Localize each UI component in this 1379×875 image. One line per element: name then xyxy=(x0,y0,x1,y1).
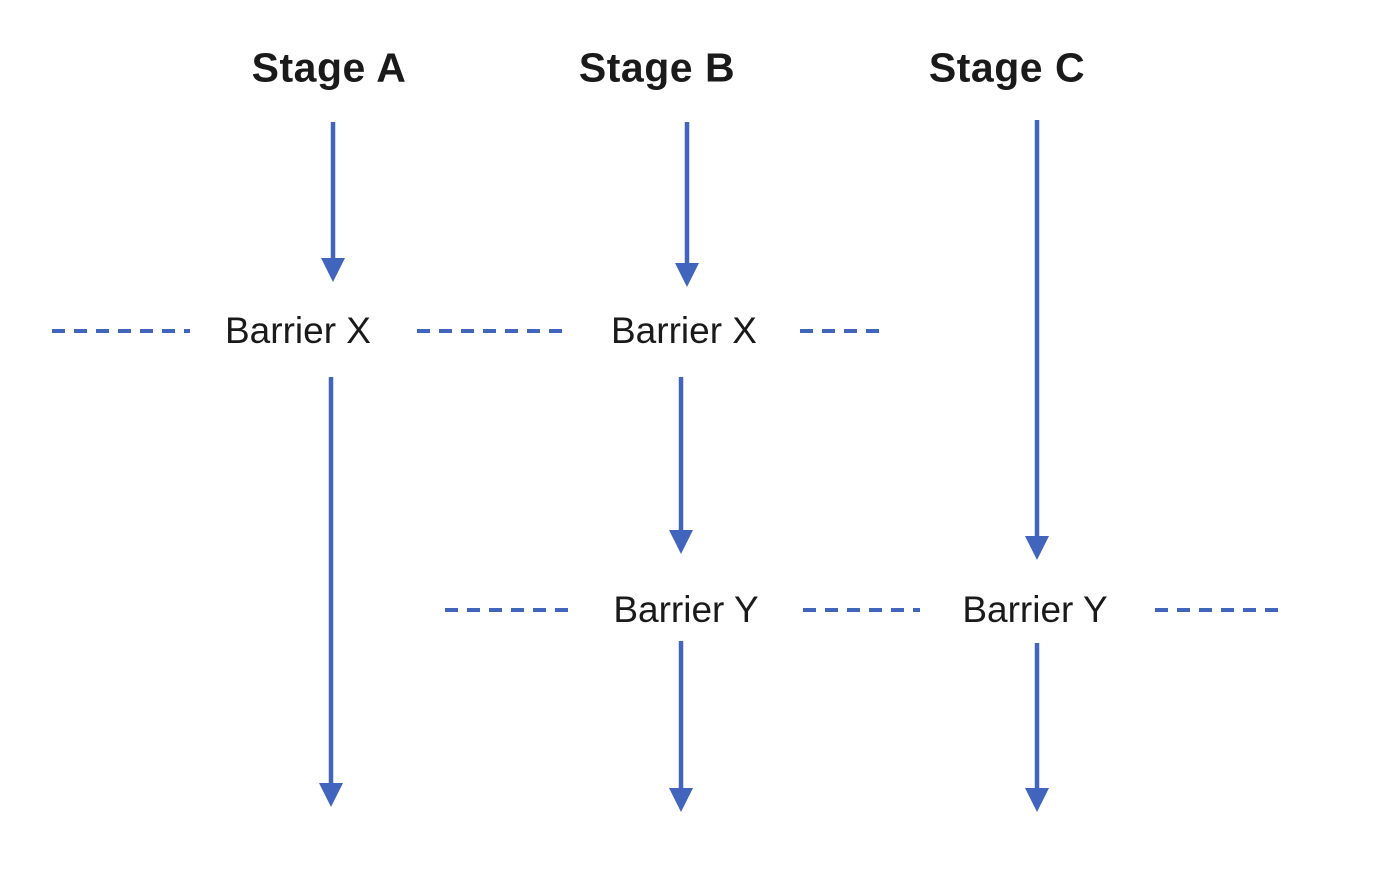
stage-c-arrow-bottom xyxy=(1025,643,1049,812)
arrow-down-icon xyxy=(1025,788,1049,812)
barrier-y-label-stage-c: Barrier Y xyxy=(956,589,1114,631)
stage-b-arrow-bottom xyxy=(669,641,693,812)
stage-a-arrow-bottom xyxy=(319,377,343,807)
barrier-y-label-stage-b: Barrier Y xyxy=(607,589,765,631)
arrow-down-icon xyxy=(675,263,699,287)
stage-a-title: Stage A xyxy=(251,44,407,91)
stage-c-title: Stage C xyxy=(928,44,1086,91)
arrow-down-icon xyxy=(319,783,343,807)
barrier-x-label-stage-a: Barrier X xyxy=(219,310,377,352)
stage-a-arrow-top xyxy=(321,122,345,282)
stage-b-arrow-middle xyxy=(669,377,693,554)
arrow-down-icon xyxy=(669,530,693,554)
arrow-down-icon xyxy=(1025,536,1049,560)
stage-c-arrow-top xyxy=(1025,120,1049,560)
arrow-down-icon xyxy=(321,258,345,282)
arrow-down-icon xyxy=(669,788,693,812)
stage-b-title: Stage B xyxy=(578,44,736,91)
barrier-x-label-stage-b: Barrier X xyxy=(605,310,763,352)
stage-b-arrow-top xyxy=(675,122,699,287)
